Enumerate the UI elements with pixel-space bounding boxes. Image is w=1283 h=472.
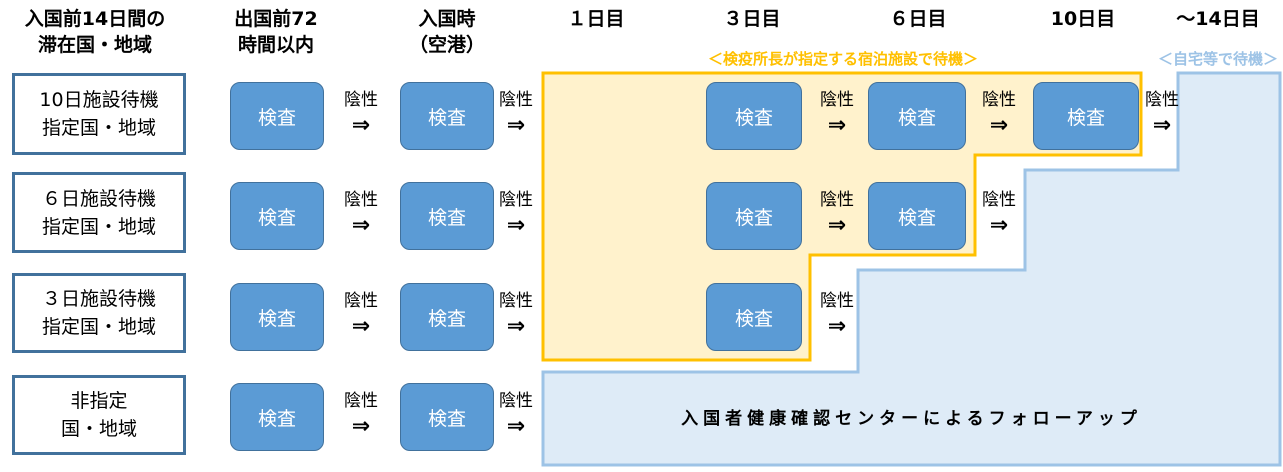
negative-label: 陰性 <box>344 391 378 411</box>
arrow-icon: ⇒ <box>506 414 526 439</box>
home-zone-label: ＜自宅等で待機＞ <box>1157 50 1279 68</box>
test-box: 検査 <box>400 383 494 451</box>
negative-arrow: 陰性 ⇒ <box>817 87 857 139</box>
header-day6: ６日目 <box>889 8 947 30</box>
test-box: 検査 <box>868 182 966 250</box>
negative-label: 陰性 <box>499 190 533 210</box>
facility-zone-label: ＜検疫所長が指定する宿泊施設で待機＞ <box>707 50 979 68</box>
test-box: 検査 <box>400 283 494 351</box>
test-box: 検査 <box>400 82 494 150</box>
row-label-3day: ３日施設待機 指定国・地域 <box>12 273 186 353</box>
negative-arrow: 陰性 ⇒ <box>341 87 381 139</box>
header-pre-departure: 出国前72 時間以内 <box>234 8 318 56</box>
header-residence: 入国前14日間の 滞在国・地域 <box>24 8 166 56</box>
test-box: 検査 <box>230 283 324 351</box>
negative-arrow: 陰性 ⇒ <box>341 187 381 239</box>
negative-arrow: 陰性 ⇒ <box>341 388 381 440</box>
arrow-icon: ⇒ <box>351 113 371 138</box>
row-label-10day: 10日施設待機 指定国・地域 <box>12 73 186 155</box>
negative-arrow: 陰性 ⇒ <box>496 187 536 239</box>
test-box: 検査 <box>230 383 324 451</box>
arrow-icon: ⇒ <box>827 314 847 339</box>
negative-label: 陰性 <box>499 391 533 411</box>
negative-label: 陰性 <box>499 90 533 110</box>
negative-arrow: 陰性 ⇒ <box>496 87 536 139</box>
test-box: 検査 <box>230 82 324 150</box>
row-label-non-designated: 非指定 国・地域 <box>12 375 186 455</box>
arrow-icon: ⇒ <box>506 213 526 238</box>
arrow-icon: ⇒ <box>989 113 1009 138</box>
negative-arrow: 陰性 ⇒ <box>341 288 381 340</box>
negative-label: 陰性 <box>820 90 854 110</box>
negative-arrow: 陰性 ⇒ <box>817 187 857 239</box>
negative-label: 陰性 <box>820 190 854 210</box>
arrow-icon: ⇒ <box>351 314 371 339</box>
header-day1: １日目 <box>567 8 625 30</box>
arrow-icon: ⇒ <box>506 113 526 138</box>
negative-label: 陰性 <box>982 190 1016 210</box>
negative-arrow: 陰性 ⇒ <box>496 388 536 440</box>
arrow-icon: ⇒ <box>351 213 371 238</box>
header-arrival: 入国時 （空港） <box>408 8 486 56</box>
negative-arrow: 陰性 ⇒ <box>817 288 857 340</box>
negative-label: 陰性 <box>344 90 378 110</box>
test-box: 検査 <box>400 182 494 250</box>
test-box: 検査 <box>1033 82 1139 150</box>
test-box: 検査 <box>706 283 802 351</box>
header-day3: ３日目 <box>723 8 781 30</box>
facility-wait-zone <box>541 71 1143 362</box>
negative-arrow: 陰性 ⇒ <box>979 87 1019 139</box>
negative-arrow: 陰性 ⇒ <box>979 187 1019 239</box>
arrow-icon: ⇒ <box>506 314 526 339</box>
negative-label: 陰性 <box>499 291 533 311</box>
negative-label: 陰性 <box>820 291 854 311</box>
test-box: 検査 <box>706 182 802 250</box>
negative-label: 陰性 <box>344 190 378 210</box>
test-box: 検査 <box>706 82 802 150</box>
arrow-icon: ⇒ <box>989 213 1009 238</box>
negative-label: 陰性 <box>1145 90 1179 110</box>
test-box: 検査 <box>868 82 966 150</box>
negative-label: 陰性 <box>344 291 378 311</box>
arrow-icon: ⇒ <box>827 113 847 138</box>
arrow-icon: ⇒ <box>351 414 371 439</box>
negative-label: 陰性 <box>982 90 1016 110</box>
header-day10: 10日目 <box>1050 8 1116 30</box>
arrow-icon: ⇒ <box>827 213 847 238</box>
negative-arrow: 陰性 ⇒ <box>496 288 536 340</box>
negative-arrow: 陰性 ⇒ <box>1142 87 1182 139</box>
header-day14: ～14日目 <box>1176 8 1260 30</box>
home-wait-zone <box>541 71 1282 467</box>
row-label-6day: ６日施設待機 指定国・地域 <box>12 172 186 253</box>
test-box: 検査 <box>230 182 324 250</box>
arrow-icon: ⇒ <box>1152 113 1172 138</box>
followup-label: 入国者健康確認センターによるフォローアップ <box>681 409 1142 429</box>
